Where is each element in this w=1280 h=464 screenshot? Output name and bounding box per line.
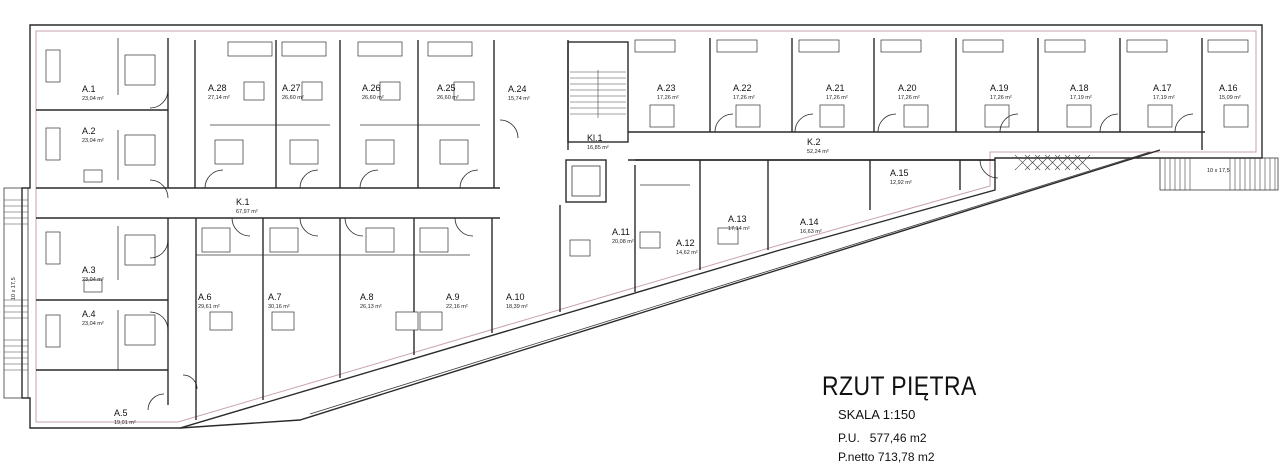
- room-area-a-17: 17,19 m²: [1153, 95, 1175, 101]
- room-label-a-6: A.6: [198, 292, 212, 302]
- door-swings: [147, 89, 1194, 411]
- plan-net-area: P.netto 713,78 m2: [838, 450, 935, 464]
- room-label-a-18: A.18: [1070, 83, 1089, 93]
- room-area-a-25: 26,60 m²: [437, 95, 459, 101]
- room-area-a-14: 16,63 m²: [800, 229, 822, 235]
- room-area-a-4: 23,04 m²: [82, 321, 104, 327]
- room-label-a-25: A.25: [437, 83, 456, 93]
- elevator-shaft: [565, 159, 607, 203]
- room-label-a-10: A.10: [506, 292, 525, 302]
- exterior-stairs-right: [1159, 157, 1279, 191]
- room-area-a-11: 20,08 m²: [612, 239, 634, 245]
- plan-title: RZUT PIĘTRA: [822, 371, 977, 401]
- room-label-k-2: K.2: [807, 137, 821, 147]
- room-area-a-27: 26,60 m²: [282, 95, 304, 101]
- room-area-a-5: 19,01 m²: [114, 420, 136, 426]
- diagonal-facade: [179, 149, 1161, 429]
- room-label-a-8: A.8: [360, 292, 374, 302]
- room-label-a-19: A.19: [990, 83, 1009, 93]
- room-area-a-20: 17,26 m²: [898, 95, 920, 101]
- exterior-stairs: [3, 187, 29, 399]
- beds: [45, 39, 1249, 348]
- room-area-a-18: 17,19 m²: [1070, 95, 1092, 101]
- plan-scale: SKALA 1:150: [838, 407, 916, 422]
- room-label-a-13: A.13: [728, 214, 747, 224]
- room-area-a-16: 15,09 m²: [1219, 95, 1241, 101]
- room-label-a-21: A.21: [826, 83, 845, 93]
- room-label-a-16: A.16: [1219, 83, 1238, 93]
- room-label-a-3: A.3: [82, 265, 96, 275]
- room-area-a-12: 14,62 m²: [676, 250, 698, 256]
- stair-treads: [570, 70, 626, 118]
- plan-usable-area: P.U. 577,46 m2: [838, 431, 927, 445]
- room-area-a-10: 18,39 m²: [506, 304, 528, 310]
- room-area-a-21: 17,26 m²: [826, 95, 848, 101]
- room-label-a-26: A.26: [362, 83, 381, 93]
- stair-label: 10 x 17,5: [1207, 168, 1230, 174]
- room-label-a-1: A.1: [82, 84, 96, 94]
- room-label-a-24: A.24: [508, 84, 527, 94]
- glass-partition: [1014, 154, 1091, 171]
- room-area-a-19: 17,26 m²: [990, 95, 1012, 101]
- elevator-car: [571, 165, 601, 197]
- room-area-a-22: 17,26 m²: [733, 95, 755, 101]
- room-area-a-23: 17,26 m²: [657, 95, 679, 101]
- room-label-a-22: A.22: [733, 83, 752, 93]
- room-area-a-15: 12,92 m²: [890, 180, 912, 186]
- room-area-a-24: 15,74 m²: [508, 96, 530, 102]
- room-label-a-14: A.14: [800, 217, 819, 227]
- room-area-a-26: 26,60 m²: [362, 95, 384, 101]
- room-label-k-1: K.1: [236, 197, 250, 207]
- bathroom-units: [124, 54, 1249, 346]
- tables: [83, 81, 739, 331]
- room-area-k-1: 67,97 m²: [236, 209, 258, 215]
- stair-label: 10 x 17,5: [11, 277, 17, 300]
- room-area-k-2: 52,24 m²: [807, 149, 829, 155]
- diagonal-facade-inner: [309, 151, 1151, 415]
- room-label-a-9: A.9: [446, 292, 460, 302]
- room-label-a-27: A.27: [282, 83, 301, 93]
- room-label-a-20: A.20: [898, 83, 917, 93]
- room-label-a-17: A.17: [1153, 83, 1172, 93]
- room-label-a-4: A.4: [82, 309, 96, 319]
- room-label-a-23: A.23: [657, 83, 676, 93]
- room-label-a-28: A.28: [208, 83, 227, 93]
- room-area-kl-1: 16,85 m²: [587, 145, 609, 151]
- room-area-a-9: 22,16 m²: [446, 304, 468, 310]
- room-label-a-5: A.5: [114, 408, 128, 418]
- room-label-a-11: A.11: [612, 227, 630, 237]
- room-area-a-8: 26,13 m²: [360, 304, 382, 310]
- room-labels: A.1 23,04 m² A.2 23,04 m² A.3 23,04 m² A.4 23,0…: [82, 83, 1241, 426]
- room-label-kl-1: Kl.1: [587, 133, 603, 143]
- room-area-a-2: 23,04 m²: [82, 138, 104, 144]
- room-label-a-7: A.7: [268, 292, 282, 302]
- room-label-a-15: A.15: [890, 168, 909, 178]
- room-label-a-2: A.2: [82, 126, 96, 136]
- room-label-a-12: A.12: [676, 238, 695, 248]
- room-area-a-13: 17,14 m²: [728, 226, 750, 232]
- room-area-a-6: 29,61 m²: [198, 304, 220, 310]
- room-area-a-3: 23,04 m²: [82, 277, 104, 283]
- outer-wall-inner-line: [35, 30, 1257, 423]
- staircase: [567, 41, 629, 143]
- room-area-a-7: 30,16 m²: [268, 304, 290, 310]
- room-area-a-28: 27,14 m²: [208, 95, 230, 101]
- room-area-a-1: 23,04 m²: [82, 96, 104, 102]
